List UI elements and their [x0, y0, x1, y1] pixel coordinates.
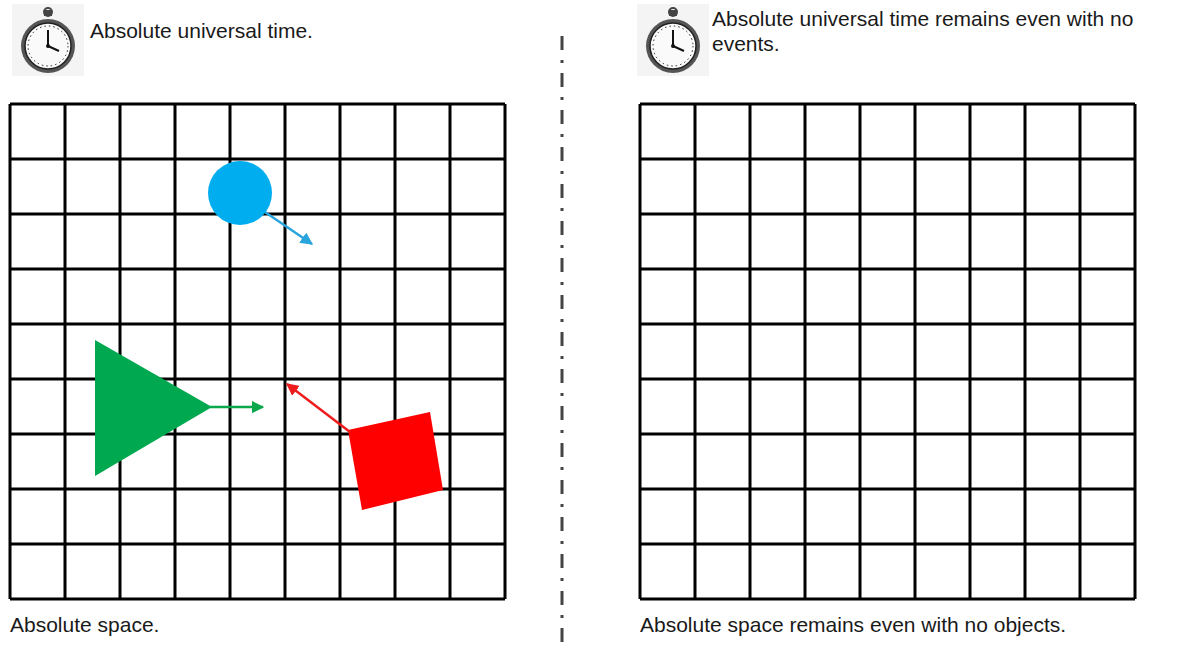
space-note: Absolute space. — [10, 612, 530, 637]
triangle-object — [95, 340, 212, 476]
space-note: Absolute space remains even with no obje… — [640, 612, 1180, 637]
divider-line — [561, 36, 564, 646]
space-grid — [10, 104, 505, 599]
circle-object — [208, 161, 272, 225]
square-object — [348, 412, 443, 510]
time-note: Absolute universal time. — [90, 18, 530, 43]
stopwatch-icon — [637, 4, 709, 76]
velocity-arrow — [287, 384, 350, 432]
velocity-arrow — [262, 210, 312, 244]
stopwatch-icon — [12, 4, 84, 76]
time-note: Absolute universal time remains even wit… — [712, 6, 1152, 56]
space-grid — [640, 104, 1135, 599]
velocity-arrow — [210, 406, 263, 409]
